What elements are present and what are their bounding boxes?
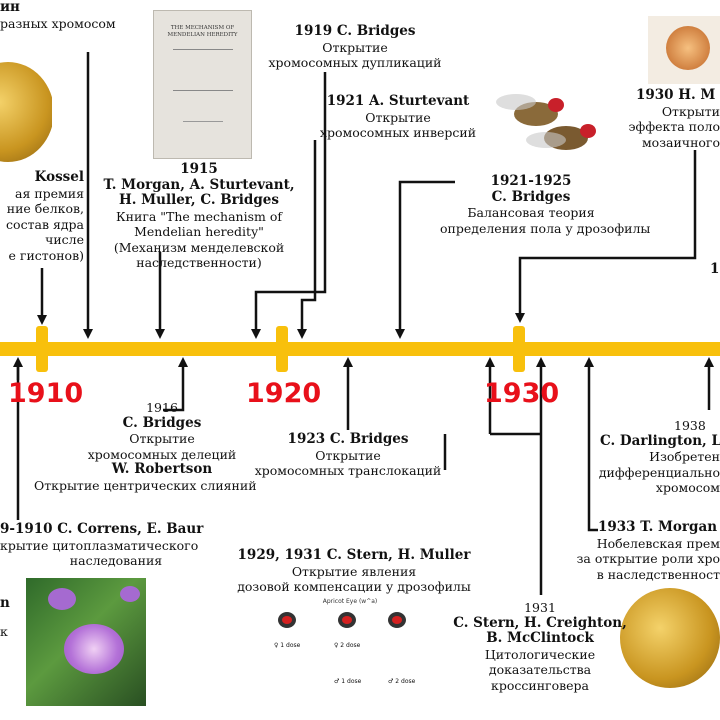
arrow-1921-1925 (395, 180, 455, 339)
event-1923: 1923 C. Bridges Открытие хромосомных тра… (254, 431, 442, 478)
event-1921-1925: 1921-1925 C. Bridges Балансовая теория о… (440, 173, 651, 236)
book-cover-image: THE MECHANISM OF MENDELIAN HEREDITY (153, 10, 252, 159)
eye-dosage-figure: Apricot Eye (w^a) ♀ 1 dose ♀ 2 dose ♂ 1 … (274, 598, 416, 685)
timeline-bar (0, 326, 720, 372)
event-1929: 1929, 1931 C. Stern, H. Muller Открытие … (237, 547, 471, 594)
event-1921: 1921 A. Sturtevant Открытие хромосомных … (319, 93, 477, 140)
arrow-1933 (584, 357, 598, 532)
event-top-left: ин разных хромосом (0, 0, 116, 31)
drosophila-image (486, 88, 616, 166)
event-1909: 9-1910 C. Correns, E. Baur крытие цитопл… (0, 521, 204, 568)
decade-1920: 1920 (246, 378, 322, 409)
arrow-1916 (163, 357, 188, 412)
book-title: THE MECHANISM OF MENDELIAN HEREDITY (167, 25, 238, 38)
event-1919: 1919 C. Bridges Открытие хромосомных дуп… (268, 23, 442, 70)
event-kossel: Kossel ая премия ние белков, состав ядра… (6, 169, 84, 263)
event-1938: 1938 C. Darlington, L. Изобретен диффере… (598, 418, 720, 495)
arrow-1921 (297, 140, 317, 339)
flower-image (26, 578, 146, 706)
event-1915: 1915 T. Morgan, A. Sturtevant, H. Muller… (103, 161, 295, 270)
decade-1910: 1910 (8, 378, 84, 409)
decade-1930: 1930 (484, 378, 560, 409)
event-1930: 1930 H. M Открыти эффекта поло мозаичног… (628, 87, 720, 150)
event-1916: 1916 C. Bridges Открытие хромосомных дел… (34, 400, 257, 493)
arrow-1930 (515, 150, 697, 323)
nobel-medal-image-left (0, 62, 52, 170)
fly-head-image (648, 16, 720, 84)
arrow-1919 (251, 72, 327, 339)
nobel-medal-image-right (616, 586, 720, 692)
event-left-fragment: n к (0, 595, 10, 639)
event-1933: 1933 T. Morgan Нобелевская прем за откры… (576, 519, 720, 582)
event-1931: 1931 C. Stern, H. Creighton, B. McClinto… (453, 600, 627, 693)
event-right-fragment: 1 (710, 261, 720, 277)
